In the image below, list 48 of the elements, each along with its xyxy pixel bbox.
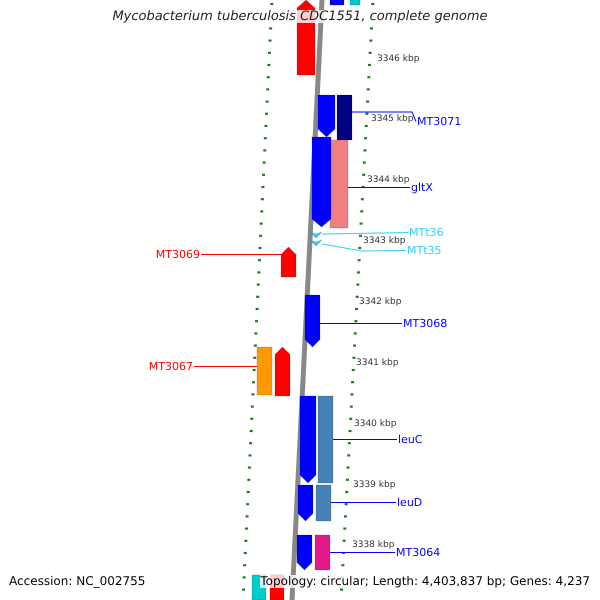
accession-text: Accession: NC_002755 xyxy=(9,575,146,588)
scale-label: 3342 kbp xyxy=(359,297,402,307)
leader-line xyxy=(194,366,258,367)
leader-line xyxy=(330,502,396,503)
gene-block xyxy=(281,247,296,277)
scale-label: 3345 kbp xyxy=(371,114,414,124)
scale-label: 3344 kbp xyxy=(367,175,410,185)
scale-label: 3341 kbp xyxy=(356,358,398,368)
gene-block xyxy=(310,232,322,238)
gene-block xyxy=(310,240,322,246)
scale-label: 3346 kbp xyxy=(377,54,420,64)
leader-line xyxy=(348,187,410,188)
gene-label: MT3068 xyxy=(403,317,448,330)
gene-label: MT3069 xyxy=(156,248,200,261)
genome-info-text: Topology: circular; Length: 4,403,837 bp; Genes: 4,237 xyxy=(260,575,590,588)
scale-label: 3340 kbp xyxy=(354,419,396,429)
gene-label: MT3071 xyxy=(417,115,462,128)
gene-block xyxy=(350,0,360,5)
gene-block xyxy=(318,95,335,137)
gene-block xyxy=(297,535,312,570)
gene-block xyxy=(315,535,330,570)
gene-block xyxy=(318,396,333,483)
gene-block xyxy=(298,485,313,521)
scale-label: 3339 kbp xyxy=(353,480,396,490)
gene-label: leuD xyxy=(397,496,422,509)
leader-line xyxy=(200,254,282,255)
leader-line xyxy=(320,323,402,324)
gene-block xyxy=(330,0,344,5)
gene-label: MT3067 xyxy=(148,360,193,373)
leader-line xyxy=(322,244,406,252)
gene-block xyxy=(337,95,352,140)
scale-label: 3343 kbp xyxy=(363,236,406,246)
leader-line xyxy=(322,232,408,234)
title: Mycobacterium tuberculosis CDC1551, complete genome xyxy=(112,10,488,23)
gene-label: MT3064 xyxy=(396,546,440,559)
leader-line xyxy=(352,112,416,122)
leader-line xyxy=(332,439,398,440)
gene-label: MTt36 xyxy=(409,226,444,239)
gene-label: leuC xyxy=(398,433,422,446)
gene-block xyxy=(275,347,290,396)
gene-block xyxy=(305,295,320,347)
leader-line xyxy=(330,552,396,553)
gene-label: MTt35 xyxy=(407,244,442,257)
gene-block xyxy=(316,485,331,521)
gene-label: gltX xyxy=(411,181,433,194)
gene-block xyxy=(257,347,272,395)
gene-block xyxy=(330,140,348,228)
scale-label: 3338 kbp xyxy=(352,540,394,550)
